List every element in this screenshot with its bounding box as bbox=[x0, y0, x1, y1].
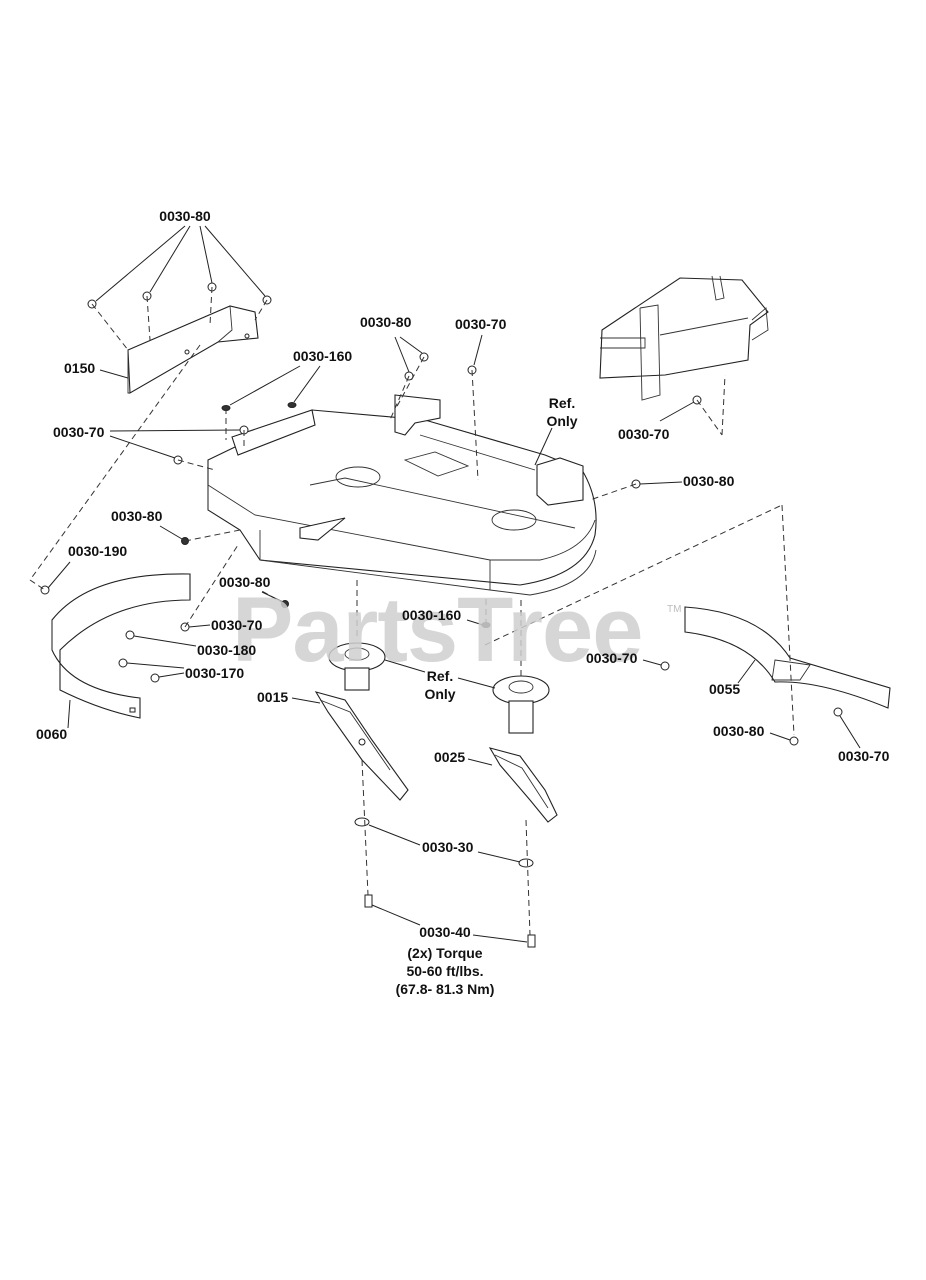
callout-washers-blade: 0030-30 bbox=[422, 839, 474, 855]
callout-ref-only-top: Ref. Only bbox=[546, 395, 578, 429]
watermark-trademark: TM bbox=[667, 604, 682, 615]
bracket-0150 bbox=[127, 305, 259, 394]
callout-blade-bolts: 0030-40 bbox=[419, 924, 471, 940]
blade-0025 bbox=[488, 747, 558, 823]
callout-center-bolt: 0030-70 bbox=[455, 316, 507, 332]
baffle-0055 bbox=[684, 606, 891, 709]
callout-baffle-0060: 0060 bbox=[36, 726, 68, 742]
callout-bolt-bottom-right: 0030-70 bbox=[838, 748, 890, 764]
spindle-right-ref bbox=[492, 675, 550, 734]
blade-0015 bbox=[314, 691, 409, 801]
callout-top-bracket-nuts: 0030-80 bbox=[159, 208, 211, 224]
callout-blade-0015: 0015 bbox=[257, 689, 289, 705]
callout-baffle-0055: 0055 bbox=[709, 681, 741, 697]
spindle-left-ref bbox=[328, 642, 386, 691]
callout-baffle-right-bolt: 0030-70 bbox=[586, 650, 638, 666]
engine-housing-ref bbox=[599, 275, 769, 401]
callout-bracket-0150: 0150 bbox=[64, 360, 96, 376]
assembly-dash-lines bbox=[29, 286, 795, 936]
callout-nut-right: 0030-80 bbox=[683, 473, 735, 489]
callout-washer-mid: 0030-160 bbox=[402, 607, 462, 623]
callout-top-right-bolt: 0030-70 bbox=[618, 426, 670, 442]
mower-deck-ref bbox=[207, 394, 597, 596]
callout-bolt-mid-left: 0030-70 bbox=[211, 617, 263, 633]
callout-nut-mid-left: 0030-80 bbox=[219, 574, 271, 590]
partstree-watermark: PartsTree bbox=[232, 579, 643, 681]
torque-line-2: 50-60 ft/lbs. bbox=[406, 963, 484, 980]
callout-0030-170: 0030-170 bbox=[185, 665, 245, 681]
callout-blade-0025: 0025 bbox=[434, 749, 466, 765]
baffle-0060 bbox=[51, 573, 191, 719]
torque-line-3: (67.8- 81.3 Nm) bbox=[395, 981, 495, 998]
callout-nut-left: 0030-80 bbox=[111, 508, 163, 524]
callout-washers-top: 0030-160 bbox=[293, 348, 353, 364]
callout-nut-bottom-right: 0030-80 bbox=[713, 723, 765, 739]
leader-lines bbox=[47, 225, 861, 943]
callout-center-nuts: 0030-80 bbox=[360, 314, 412, 330]
callout-ref-only-mid: Ref. Only bbox=[424, 668, 456, 702]
callout-bolts-left: 0030-70 bbox=[53, 424, 105, 440]
callout-0030-180: 0030-180 bbox=[197, 642, 257, 658]
callout-pin-left: 0030-190 bbox=[68, 543, 128, 559]
hardware bbox=[40, 282, 843, 948]
torque-line-1: (2x) Torque bbox=[407, 945, 483, 961]
torque-note: (2x) Torque 50-60 ft/lbs. (67.8- 81.3 Nm… bbox=[396, 944, 495, 999]
